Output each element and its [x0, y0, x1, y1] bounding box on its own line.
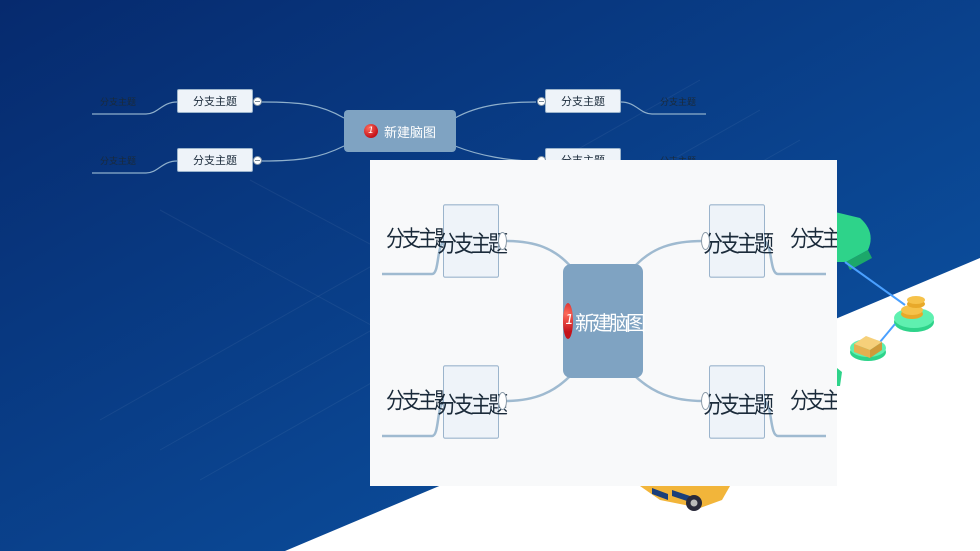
collapse-toggle-icon[interactable] — [498, 392, 507, 410]
branch-topic-top-left[interactable]: 分支主题 — [177, 89, 253, 113]
priority-badge-icon: 1 — [363, 124, 378, 138]
collapse-toggle-icon[interactable] — [701, 392, 710, 410]
collapse-toggle-icon[interactable] — [498, 232, 507, 250]
zoom-branch-top-right[interactable]: 分支主题 — [703, 204, 774, 278]
collapse-toggle-icon[interactable] — [253, 97, 262, 106]
collapse-toggle-icon[interactable] — [701, 232, 710, 250]
package-box-icon — [850, 336, 886, 361]
central-topic-label: 新建脑图 — [383, 125, 436, 141]
zoom-branch-bottom-left[interactable]: 分支主题 — [437, 365, 508, 439]
zoom-leaf-top-right[interactable]: 分支主题 — [790, 226, 837, 253]
priority-badge-icon: 1 — [563, 303, 574, 339]
collapse-toggle-icon[interactable] — [537, 97, 546, 106]
zoom-leaf-bottom-left[interactable]: 分支主题 — [386, 388, 453, 415]
collapse-toggle-icon[interactable] — [253, 156, 262, 165]
zoom-leaf-bottom-right[interactable]: 分支主题 — [790, 388, 837, 415]
zoom-branch-bottom-right[interactable]: 分支主题 — [703, 365, 774, 439]
zoom-central-topic[interactable]: 1 新建脑图 — [563, 264, 646, 378]
zoom-branch-top-left[interactable]: 分支主题 — [437, 204, 508, 278]
branch-topic-bottom-left[interactable]: 分支主题 — [177, 148, 253, 172]
zoom-central-topic-label: 新建脑图 — [575, 310, 646, 335]
zoom-leaf-top-left[interactable]: 分支主题 — [386, 226, 453, 253]
central-topic[interactable]: 1 新建脑图 — [344, 110, 456, 152]
green-card-icon — [835, 212, 872, 270]
delivery-truck-icon — [640, 486, 730, 511]
green-card-icon-2 — [837, 368, 842, 386]
branch-topic-top-right[interactable]: 分支主题 — [545, 89, 621, 113]
gold-coins-icon — [894, 296, 934, 332]
mindmap-zoom-panel: 分支主题 分支主题 分支主题 分支主题 分支主题 分支主题 分支主题 分支主题 … — [370, 160, 837, 486]
